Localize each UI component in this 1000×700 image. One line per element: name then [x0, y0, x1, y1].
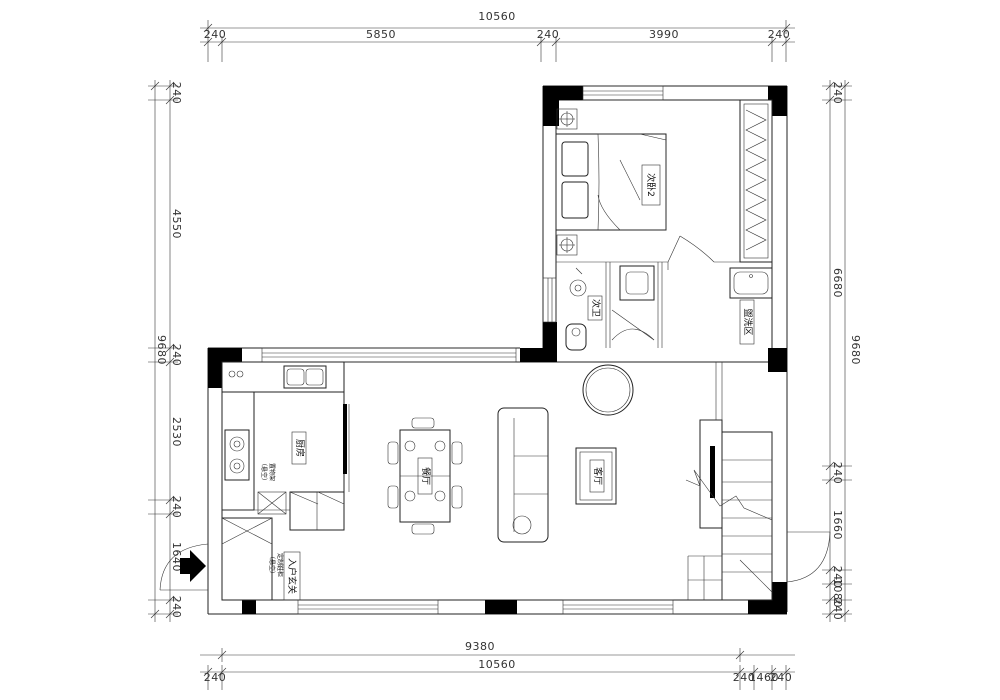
right-total-dimension: 9680: [849, 335, 862, 365]
left-dim-seg: 2530: [170, 417, 183, 447]
sofa: [497, 407, 549, 543]
bottom-dimension: 9380 10560 240 240 1460 240: [200, 640, 795, 690]
left-dim-seg: 240: [170, 596, 183, 619]
dining-area: 餐厅: [387, 417, 463, 535]
top-dim-seg: 240: [768, 28, 791, 41]
room-label-entrance: 入户玄关: [286, 558, 298, 594]
entry-arrow-icon: [180, 550, 206, 582]
room-label-bedroom2: 次卧2: [645, 173, 657, 197]
wardrobe: [739, 99, 773, 263]
left-dimension: 9680 240 4550 240 2530 240 1640 240: [148, 80, 183, 622]
bottom-total-dimension: 10560: [478, 658, 516, 671]
top-dimension: 10560 240 5850 240 3990 240: [200, 10, 795, 62]
top-dim-seg: 240: [204, 28, 227, 41]
toilet: [619, 265, 655, 301]
right-dimension: 9680 240 6680 240 1660 240 1080 240: [822, 80, 862, 622]
left-dim-seg: 240: [170, 344, 183, 367]
entrance: 定制鞋柜 （悬空） 入户玄关: [159, 517, 301, 601]
room-label-bathroom: 次卫: [590, 299, 602, 317]
room-label-laundry: 盥洗区: [742, 308, 754, 335]
bottom-dim-seg: 240: [733, 671, 756, 684]
left-dim-seg: 1640: [170, 542, 183, 572]
windows: [261, 85, 674, 615]
top-total-dimension: 10560: [478, 10, 516, 23]
note-shoe-cabinet-sub: （悬空）: [268, 553, 276, 577]
right-dim-seg: 6680: [831, 268, 844, 298]
right-dim-seg: 1080: [831, 578, 844, 608]
left-dim-seg: 240: [170, 82, 183, 105]
pillow: [561, 141, 589, 177]
right-dim-seg: 1660: [831, 510, 844, 540]
right-dim-seg: 240: [831, 598, 844, 621]
shoe-cabinet: [221, 517, 273, 601]
right-dim-seg: 240: [831, 566, 844, 589]
note-kitchen-rack-sub: （悬空）: [260, 460, 268, 484]
left-total-dimension: 9680: [155, 335, 168, 365]
bottom-dim-seg: 1460: [749, 671, 779, 684]
top-dim-seg: 240: [537, 28, 560, 41]
nightstand: [556, 108, 578, 130]
laundry-area: 盥洗区: [729, 267, 773, 345]
kitchen: 厨房 置物架 （悬空）: [221, 361, 350, 531]
left-dim-seg: 240: [170, 496, 183, 519]
bottom-mid-dimension: 9380: [465, 640, 495, 653]
note-kitchen-rack: 置物架: [268, 463, 276, 481]
room-label-kitchen: 厨房: [294, 439, 306, 457]
right-dim-seg: 240: [831, 82, 844, 105]
staircase: [685, 431, 831, 601]
pillow: [561, 181, 589, 219]
right-dim-seg: 240: [831, 462, 844, 485]
note-shoe-cabinet: 定制鞋柜: [276, 553, 284, 577]
bathroom: 次卫: [565, 262, 663, 351]
kitchen-sink: [283, 365, 327, 389]
top-dim-seg: 3990: [649, 28, 679, 41]
left-dim-seg: 4550: [170, 209, 183, 239]
stove: [224, 429, 250, 481]
squat-toilet: [565, 323, 587, 351]
bedroom-2: 次卧2: [555, 99, 773, 270]
round-table: [582, 364, 634, 416]
nightstand: [556, 234, 578, 256]
room-label-dining: 餐厅: [420, 467, 432, 485]
bottom-dim-seg: 240: [770, 671, 793, 684]
top-dim-seg: 5850: [366, 28, 396, 41]
room-label-living: 客厅: [592, 467, 604, 485]
living-area: 客厅: [497, 362, 723, 543]
bottom-dim-seg: 240: [204, 671, 227, 684]
shower-head: [569, 279, 587, 297]
wash-basin: [729, 267, 773, 299]
coffee-table: [575, 447, 617, 505]
